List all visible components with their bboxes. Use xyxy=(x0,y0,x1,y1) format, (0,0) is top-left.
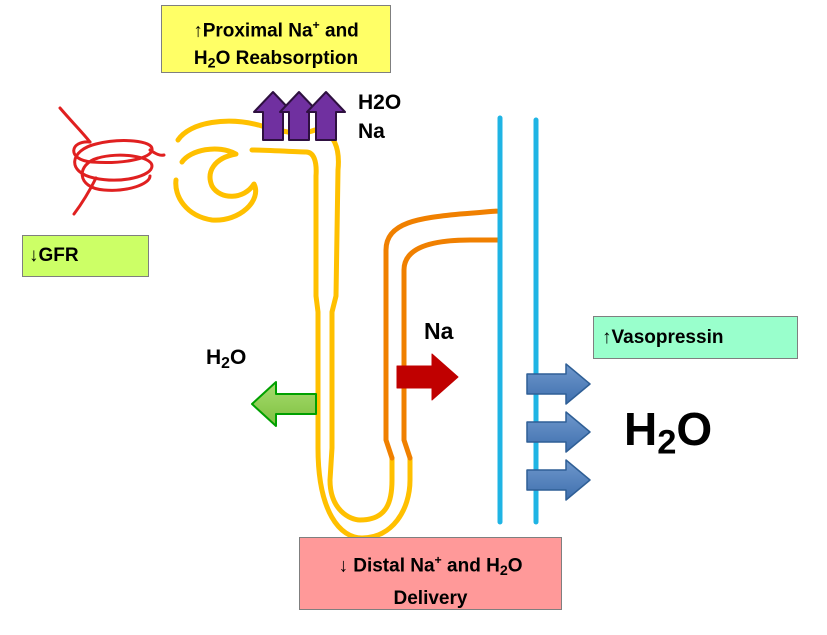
proximal-sup: + xyxy=(312,18,320,32)
red-right-arrow xyxy=(396,353,459,401)
right-h2o-h: H xyxy=(624,403,658,455)
proximal-and: and xyxy=(319,20,359,42)
vasopressin-label: ↑Vasopressin xyxy=(602,327,724,348)
right-h2o-o: O xyxy=(676,403,713,455)
distal-line-1: ↓ Distal Na+ and H2O xyxy=(300,546,561,585)
proximal-reabsorption-box: ↑Proximal Na+ and H2O Reabsorption xyxy=(161,5,391,73)
vasopressin-box: ↑Vasopressin xyxy=(593,316,798,359)
distal-line-2: Delivery xyxy=(393,587,468,609)
left-h2o-label: H2O xyxy=(206,346,246,373)
distal-delivery-box: ↓ Distal Na+ and H2O Delivery xyxy=(299,537,562,610)
proximal-text: ↑Proximal Na xyxy=(193,20,313,42)
reabsorption-arrows xyxy=(253,91,346,141)
green-left-arrow xyxy=(251,381,317,427)
distal-sub: 2 xyxy=(499,562,508,579)
water-out-arrows xyxy=(526,363,591,501)
distal-and-h: and H xyxy=(441,555,500,577)
proximal-h: H xyxy=(193,48,208,70)
proximal-sub: 2 xyxy=(207,55,216,72)
distal-text: ↓ Distal Na xyxy=(338,555,435,577)
left-h2o-h: H xyxy=(206,346,222,369)
distal-sup: + xyxy=(434,553,442,567)
right-h2o-label: H2O xyxy=(624,402,712,463)
collecting-duct xyxy=(497,115,539,525)
proximal-tubule xyxy=(173,118,413,541)
proximal-line-2: H2O Reabsorption xyxy=(162,45,390,78)
purple-up-arrow-2 xyxy=(279,91,319,141)
top-h2o-label: H2O xyxy=(358,91,402,114)
proximal-reabsorption: O Reabsorption xyxy=(215,48,359,70)
top-na-label: Na xyxy=(358,120,385,143)
glomerulus xyxy=(58,106,166,216)
purple-up-arrow-3 xyxy=(306,91,346,141)
gfr-label: ↓GFR xyxy=(29,245,79,266)
mid-na-label: Na xyxy=(424,318,454,344)
blue-right-arrow-1 xyxy=(526,363,591,405)
blue-right-arrow-3 xyxy=(526,459,591,501)
proximal-line-1: ↑Proximal Na+ and xyxy=(162,11,390,45)
left-h2o-sub: 2 xyxy=(221,354,230,372)
distal-o: O xyxy=(507,555,523,577)
distal-tubule xyxy=(383,208,503,461)
gfr-box: ↓GFR xyxy=(22,235,149,277)
left-h2o-o: O xyxy=(229,346,247,369)
right-h2o-sub: 2 xyxy=(657,423,677,462)
blue-right-arrow-2 xyxy=(526,411,591,453)
purple-up-arrow-1 xyxy=(253,91,293,141)
